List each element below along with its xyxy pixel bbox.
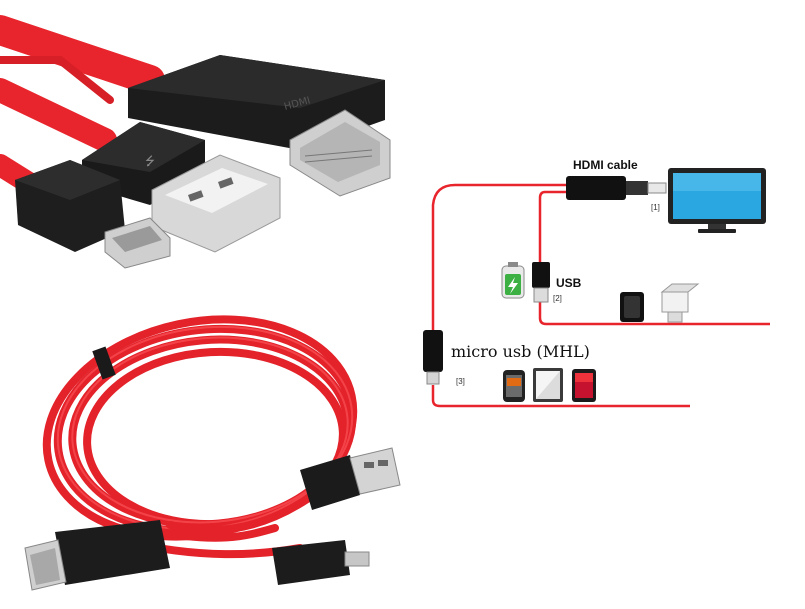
- usb-a-connector-icon: [300, 447, 401, 510]
- tablet-icon: [533, 368, 563, 402]
- connectors-closeup: HDMI ⭍: [0, 15, 391, 269]
- power-adapter-icon: [620, 292, 644, 322]
- hdmi-cable-label: HDMI cable: [573, 158, 638, 172]
- phone-icon: [503, 370, 525, 402]
- power-adapter-icon: [660, 283, 700, 323]
- reference-marker-2: [2]: [553, 294, 562, 303]
- diagram-usb-connector: [532, 262, 550, 303]
- tv-icon: [668, 168, 766, 233]
- closeup-red-cables: [0, 15, 165, 201]
- diagram-hdmi-connector: [566, 176, 667, 200]
- hdmi-connector-icon: HDMI: [128, 55, 391, 197]
- usb-label: USB: [556, 276, 582, 290]
- micro-usb-connector-icon: [272, 540, 370, 585]
- phone-icon: [572, 369, 596, 402]
- reference-marker-3: [3]: [456, 377, 465, 386]
- svg-text:⭍: ⭍: [145, 154, 155, 168]
- coiled-cable: [24, 315, 401, 591]
- reference-marker-1: [1]: [651, 203, 660, 212]
- diagram-micro-usb-connector: [423, 330, 443, 385]
- micro-usb-label: micro usb (MHL): [451, 342, 590, 361]
- micro-usb-connector-icon: [15, 160, 171, 269]
- connection-diagram: [423, 168, 770, 408]
- hdmi-connector-icon: [24, 520, 170, 591]
- diagram-wiring: [431, 183, 770, 408]
- battery-icon: [501, 262, 525, 299]
